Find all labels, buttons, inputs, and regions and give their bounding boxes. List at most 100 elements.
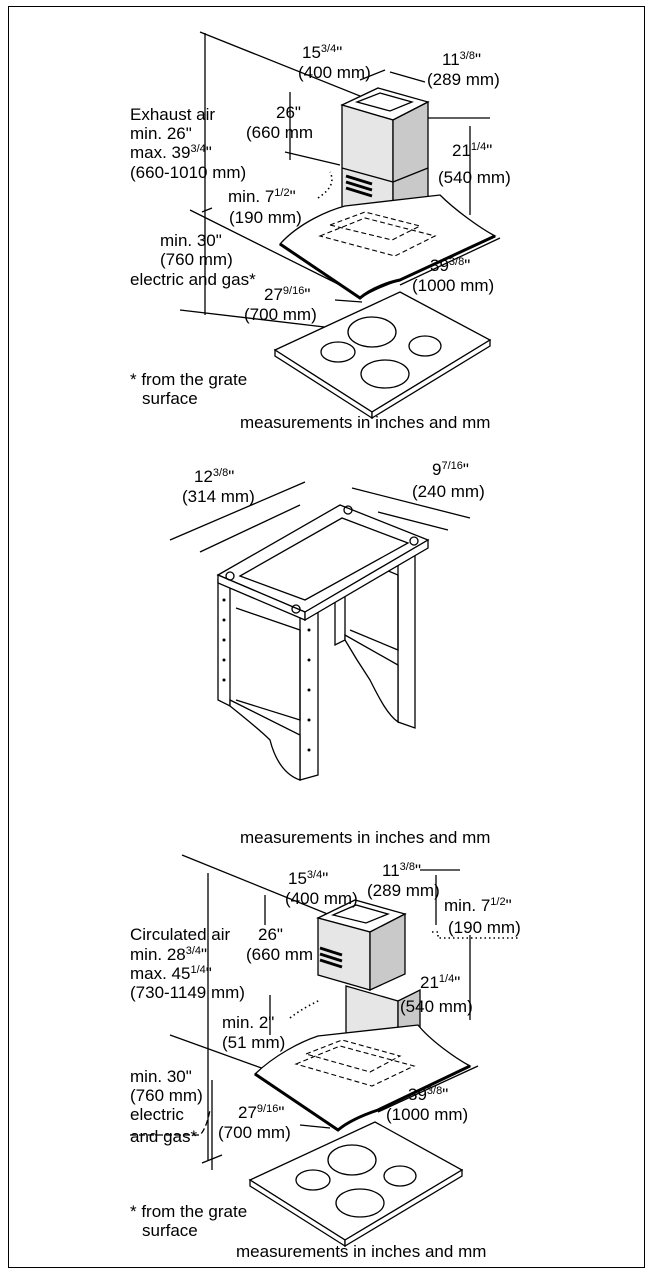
frame-inner <box>238 517 410 601</box>
cooktop-edge-2 <box>371 338 491 420</box>
gap-dotted <box>317 171 333 199</box>
hood-edge <box>279 234 496 300</box>
tick-c <box>201 1154 223 1164</box>
c-note-line-2: surface <box>142 1221 198 1240</box>
chimney-ref <box>284 151 341 166</box>
exhaust-air-min: min. 26" <box>130 124 192 143</box>
b-arrow <box>377 511 449 531</box>
low-gap-dim: min. 2" <box>222 1013 274 1032</box>
top-ref-line-c <box>181 854 331 916</box>
bracket-a-dim: 123/8" <box>194 467 234 486</box>
circulated-panel: 153/4" (400 mm) 113/8" (289 mm) min. 71/… <box>130 854 521 1261</box>
side-panel-back <box>344 633 399 724</box>
chimney-joint <box>341 167 394 183</box>
cook-type: electric and gas* <box>130 270 256 289</box>
chimney-opening-c <box>330 904 390 924</box>
burner-c2 <box>295 1169 331 1191</box>
c-gap-mm: (190 mm) <box>448 918 521 937</box>
a-arrow <box>199 504 301 553</box>
hood-bottom-ref <box>189 209 361 296</box>
width-arrow <box>399 237 501 286</box>
leg-front-right <box>299 605 319 781</box>
exhaust-air-max: max. 393/4" <box>130 143 212 162</box>
leg-back-right <box>397 551 416 729</box>
width-dim: 393/8" <box>430 256 470 275</box>
mount-hole-4 <box>291 604 301 614</box>
c-note-line-1: * from the grate <box>130 1202 247 1221</box>
bracket-panel: 123/8" (314 mm) 97/16" (240 mm) measurem… <box>169 460 490 847</box>
depth-dim: 279/16" <box>264 285 310 304</box>
depth-mm: (700 mm) <box>244 305 317 324</box>
w2-dim: 113/8" <box>442 50 481 69</box>
burner-c4 <box>335 1188 385 1218</box>
chimney-joint-2 <box>392 167 429 183</box>
a-ref <box>169 481 306 541</box>
cooktop-ref <box>179 309 351 331</box>
footer-3: measurements in inches and mm <box>236 1242 486 1261</box>
mount-hole-3 <box>409 536 419 546</box>
c-w2-dim: 113/8" <box>382 861 421 880</box>
mount-hole-2 <box>343 505 353 515</box>
note-line-1: * from the grate <box>130 370 247 389</box>
gap-dim: min. 71/2" <box>228 187 296 206</box>
low-gap-dotted <box>289 999 321 1019</box>
w2-arrow <box>389 71 426 83</box>
h-mm: (540 mm) <box>438 168 511 187</box>
side-panel-front <box>229 698 301 781</box>
c-chimney-mm: (660 mm <box>246 945 313 964</box>
c-h-mm: (540 mm) <box>400 997 473 1016</box>
c-cook-type-1: electric <box>130 1105 184 1124</box>
footer-1: measurements in inches and mm <box>240 413 490 432</box>
cook-mm: (760 mm) <box>160 250 233 269</box>
exhaust-air-title: Exhaust air <box>130 105 215 124</box>
vent-slots-c <box>319 946 343 969</box>
cook-dashed <box>130 1109 211 1136</box>
circulated-air-min: min. 283/4" <box>130 945 207 964</box>
w2-mm: (289 mm) <box>427 70 500 89</box>
chimney-mm: (660 mm <box>246 123 313 142</box>
c-w1-dim: 153/4" <box>288 869 328 888</box>
c-width-mm: (1000 mm) <box>386 1105 468 1124</box>
page-frame <box>8 6 645 1268</box>
circulated-air-range: (730-1149 mm) <box>130 983 245 1002</box>
c-w2-mm: (289 mm) <box>367 881 440 900</box>
h-dim: 211/4" <box>452 141 492 160</box>
note-line-2: surface <box>142 389 198 408</box>
c-h-dim: 211/4" <box>420 973 460 992</box>
circulated-air-title: Circulated air <box>130 925 230 944</box>
hood-filter-c2 <box>304 1039 402 1073</box>
bracket-a-mm: (314 mm) <box>182 487 255 506</box>
burner-2 <box>320 341 356 363</box>
bracket-b-dim: 97/16" <box>432 460 469 479</box>
depth-arrow <box>334 299 363 303</box>
chimney-dim: 26" <box>276 103 301 122</box>
gap-dotted-c <box>432 931 520 939</box>
exhaust-air-range: (660-1010 mm) <box>130 163 246 182</box>
c-cook-min: min. 30" <box>130 1067 192 1086</box>
c-chimney-dim: 26" <box>258 925 283 944</box>
hood-filter-c <box>294 1045 416 1087</box>
b-ref <box>351 487 471 519</box>
burner-1 <box>347 316 397 348</box>
mount-hole-1 <box>225 571 235 581</box>
width-arrow-c <box>377 1065 479 1113</box>
gap-mm: (190 mm) <box>229 208 302 227</box>
chimney-upper-side <box>369 912 406 992</box>
w1-arrow <box>359 69 386 81</box>
hood-filter-2 <box>328 211 422 241</box>
cooktop-edge-c2 <box>344 1168 463 1248</box>
c-gap-dim: min. 71/2" <box>444 896 512 915</box>
frame-edge-2 <box>304 538 429 622</box>
chimney-opening <box>354 92 414 112</box>
w1-mm: (400 mm) <box>298 63 371 82</box>
c-depth-dim: 279/16" <box>238 1103 284 1122</box>
hood-edge-c <box>254 1064 471 1132</box>
burner-c3 <box>383 1165 417 1187</box>
w1-dim: 153/4" <box>302 43 342 62</box>
burner-c1 <box>327 1144 377 1176</box>
c-depth-mm: (700 mm) <box>218 1123 291 1142</box>
c-cook-type-2: and gas* <box>130 1127 197 1146</box>
bracket-b-mm: (240 mm) <box>412 482 485 501</box>
width-mm: (1000 mm) <box>412 276 494 295</box>
